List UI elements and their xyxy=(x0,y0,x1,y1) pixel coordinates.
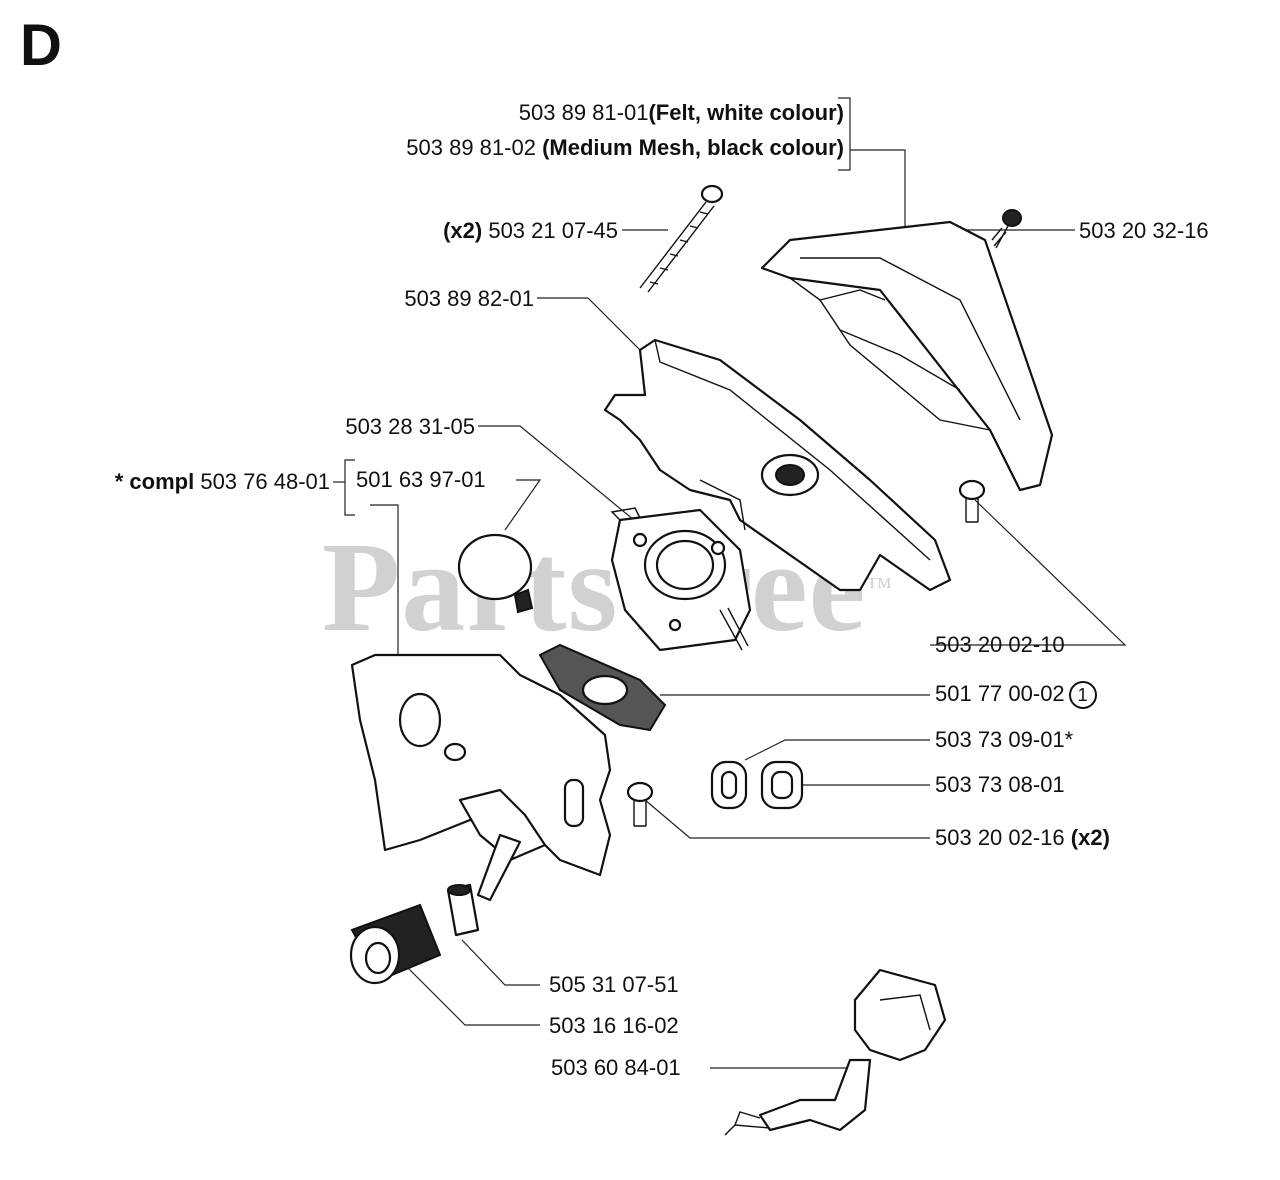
part-number: 503 89 81-02 xyxy=(406,135,543,160)
filter-holder xyxy=(603,338,952,592)
cover-screw xyxy=(991,209,1022,249)
plate-screw xyxy=(626,781,654,827)
leader-lines xyxy=(333,229,1127,1069)
part-quantity: (x2) xyxy=(1070,825,1110,850)
diaphragm xyxy=(457,533,534,614)
label-plate-screw: 503 20 02-16 (x2) xyxy=(935,825,1110,851)
trademark-mark: ™ xyxy=(866,572,893,601)
carburetor xyxy=(610,507,752,652)
label-felt-filter: 503 89 81-01(Felt, white colour) xyxy=(440,100,844,126)
filter-bracket xyxy=(838,97,1030,231)
label-throttle-linkage: 503 60 84-01 xyxy=(551,1055,681,1080)
part-quantity: (x2) xyxy=(443,218,483,243)
air-filter-cover xyxy=(760,220,1054,492)
adjusting-knob xyxy=(349,903,442,985)
grommet-b xyxy=(760,760,804,810)
grommet-a xyxy=(710,760,748,810)
label-knob: 503 16 16-02 xyxy=(549,1013,679,1038)
label-carburetor: 503 28 31-05 xyxy=(345,414,475,439)
label-grommet-b: 503 73 08-01 xyxy=(935,772,1065,797)
part-number: 503 76 48-01 xyxy=(194,469,330,494)
complete-prefix: * compl xyxy=(114,469,195,494)
section-letter: D xyxy=(20,13,62,78)
label-sleeve: 505 31 07-51 xyxy=(549,972,679,997)
label-diaphragm: 501 63 97-01 xyxy=(356,467,486,492)
holder-screw xyxy=(958,479,986,523)
note-circle: 1 xyxy=(1068,681,1097,710)
throttle-linkage xyxy=(724,968,947,1136)
part-description: (Medium Mesh, black colour) xyxy=(542,135,844,160)
label-cover-screw: 503 20 32-16 xyxy=(1079,218,1209,243)
part-number: 501 77 00-02 xyxy=(935,681,1065,706)
sleeve xyxy=(446,883,480,937)
heat-shield-plate xyxy=(350,653,612,877)
label-holder-screw: 503 20 02-10 xyxy=(935,632,1065,657)
part-number: 503 20 02-16 xyxy=(935,825,1071,850)
label-long-screw: (x2) 503 21 07-45 xyxy=(380,218,618,244)
label-filter-holder: 503 89 82-01 xyxy=(404,286,534,311)
part-description: (Felt, white colour) xyxy=(648,100,844,125)
spindle xyxy=(476,833,522,902)
part-number: 503 21 07-45 xyxy=(482,218,618,243)
label-mesh-filter: 503 89 81-02 (Medium Mesh, black colour) xyxy=(300,135,844,161)
label-complete-assembly: * compl 503 76 48-01 xyxy=(60,469,330,495)
part-number: 503 89 81-01 xyxy=(518,100,649,125)
carburetor-gasket xyxy=(538,643,667,732)
long-screw xyxy=(639,184,724,293)
label-grommet-a: 503 73 09-01* xyxy=(935,727,1074,752)
